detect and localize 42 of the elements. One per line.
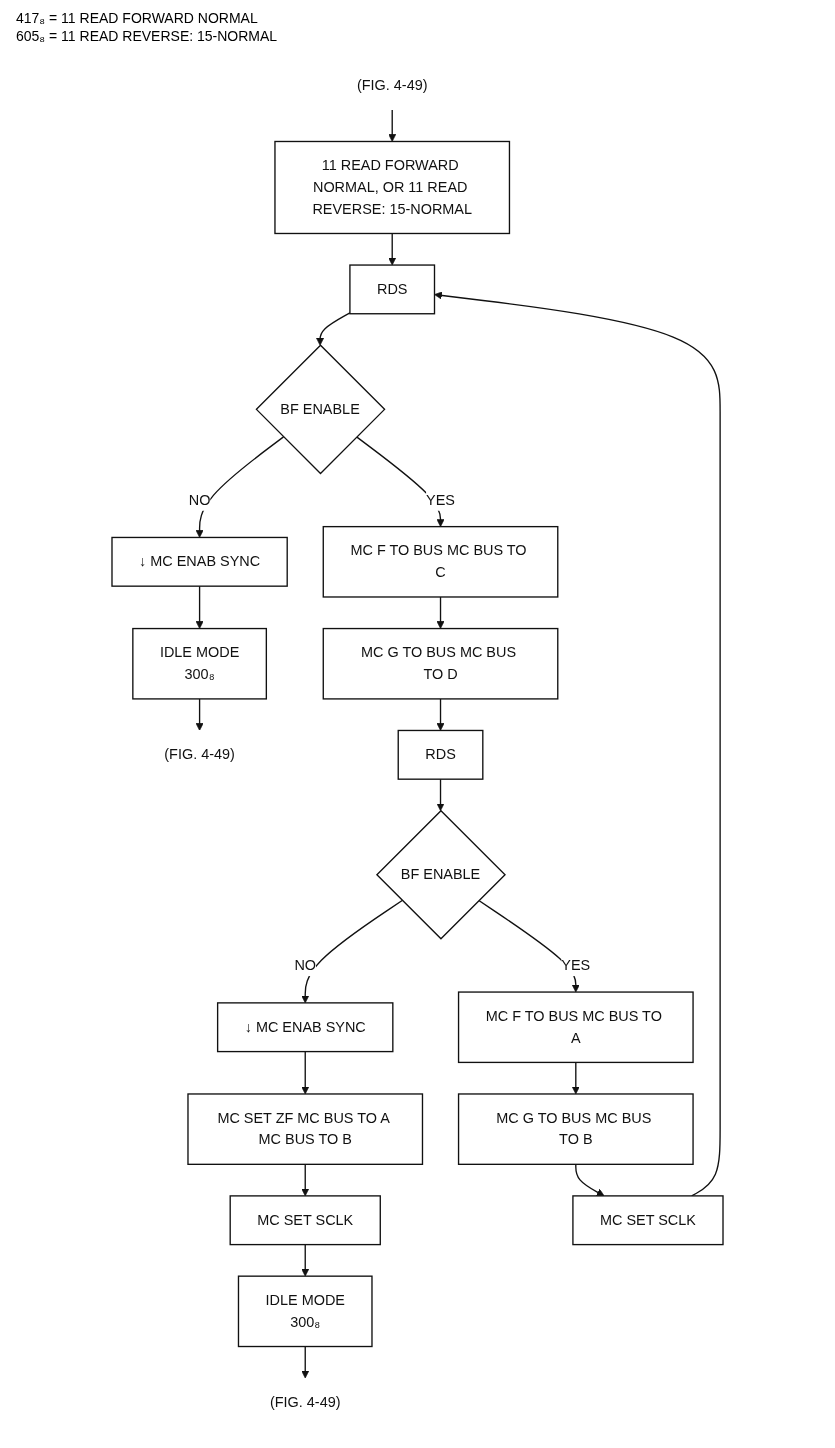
- arrow: [575, 1163, 605, 1197]
- arrow: [436, 596, 445, 629]
- node-box: MC F TO BUS MC BUS TO C: [322, 525, 559, 598]
- node-box: RDS: [397, 729, 484, 780]
- edge-label: YES: [561, 957, 591, 973]
- arrow: [301, 1050, 310, 1095]
- arrow: [571, 1061, 580, 1095]
- arrow: [301, 1345, 310, 1379]
- node-box: MC G TO BUS MC BUS TO D: [322, 627, 559, 700]
- node-diamond: BF ENABLE: [255, 344, 386, 475]
- node-box: MC SET SCLK: [229, 1195, 381, 1246]
- node-text: (FIG. 4-49): [269, 1394, 341, 1410]
- node-text: (FIG. 4-49): [164, 746, 235, 763]
- edge-label: NO: [294, 957, 317, 973]
- note-text: 605₈ = 11 READ REVERSE: 15-NORMAL: [16, 28, 279, 44]
- arrow: [316, 312, 351, 346]
- node-box: ↓ MC ENAB SYNC: [111, 536, 288, 587]
- node-text: (FIG. 4-49): [356, 77, 428, 93]
- node-box: ↓ MC ENAB SYNC: [216, 1002, 394, 1053]
- arrow: [388, 232, 397, 266]
- node-box: MC SET ZF MC BUS TO A MC BUS TO B: [187, 1093, 424, 1165]
- node-diamond: BF ENABLE: [375, 809, 506, 940]
- node-box: 11 READ FORWARD NORMAL, OR 11 READ REVERSE: 15-NORMAL: [274, 140, 511, 235]
- node-box: MC F TO BUS MC BUS TO A: [457, 991, 694, 1064]
- arrow: [195, 698, 204, 731]
- edge-label: YES: [426, 491, 455, 508]
- edge-label: NO: [188, 491, 211, 508]
- note-text: 417₈ = 11 READ FORWARD NORMAL: [16, 10, 259, 26]
- arrow: [195, 436, 285, 538]
- node-box: IDLE MODE 300₈: [132, 627, 267, 700]
- arrow: [195, 585, 204, 629]
- arrow: [436, 778, 445, 812]
- arrow: [301, 899, 403, 1004]
- node-box: MC SET SCLK: [572, 1195, 724, 1246]
- arrow: [388, 109, 397, 142]
- arrow: [434, 291, 721, 1197]
- node-box: MC G TO BUS MC BUS TO B: [457, 1093, 694, 1165]
- arrow: [436, 698, 445, 731]
- arrow: [301, 1243, 310, 1277]
- arrow: [301, 1163, 310, 1197]
- node-box: RDS: [349, 264, 436, 315]
- node-box: IDLE MODE 300₈: [237, 1275, 373, 1348]
